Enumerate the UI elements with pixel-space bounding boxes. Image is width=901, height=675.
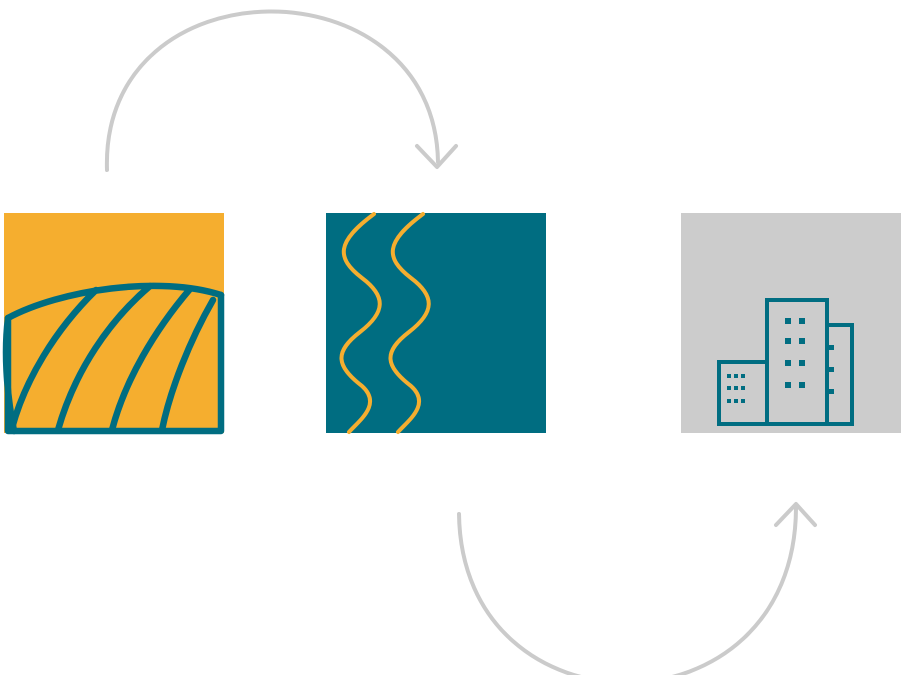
city-tile (681, 213, 901, 433)
water-tile (326, 212, 546, 434)
arrow-head-bottom (774, 502, 817, 527)
arrow-arc-top (104, 9, 440, 172)
farmland-tile (2, 213, 225, 435)
building-side (825, 323, 854, 426)
water-waves-icon (339, 212, 431, 434)
city-buildings-icon (717, 298, 854, 426)
windows-side-building (829, 345, 834, 394)
windows-small-building (727, 374, 745, 403)
arrow-head-top (415, 144, 458, 169)
farmland-icon (2, 282, 225, 435)
arrow-arc-bottom (457, 506, 798, 675)
windows-tall-building (785, 318, 805, 388)
arrow-water-to-city (457, 502, 817, 675)
arrow-farmland-to-water (104, 9, 458, 172)
